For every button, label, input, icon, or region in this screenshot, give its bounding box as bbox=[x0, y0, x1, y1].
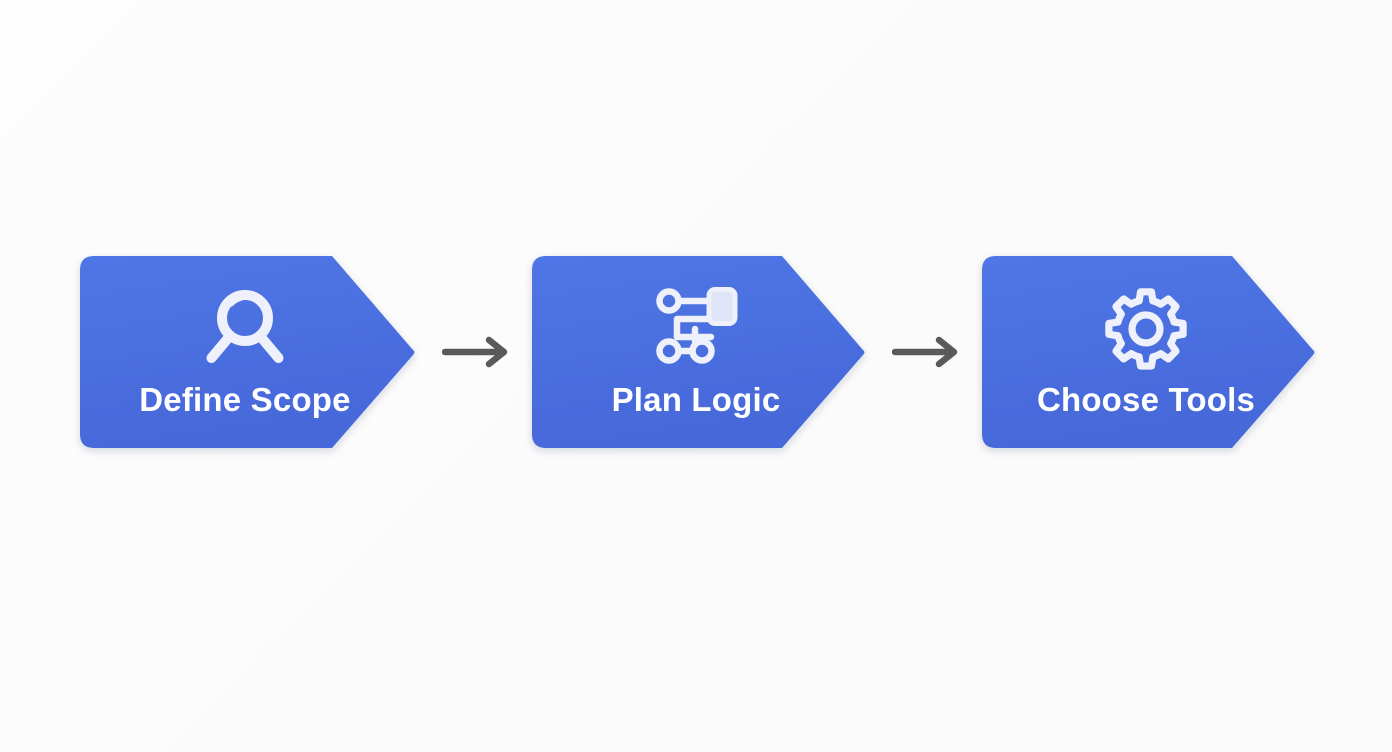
connector-arrow-2 bbox=[890, 332, 968, 372]
spacer-2 bbox=[968, 352, 982, 353]
flow-step-choose-tools[interactable]: Choose Tools bbox=[982, 256, 1340, 448]
arrow-right-icon bbox=[442, 336, 508, 368]
left-spacer bbox=[0, 352, 80, 353]
flow-row: Define Scope bbox=[0, 256, 1392, 448]
connector-arrow-1 bbox=[440, 332, 518, 372]
chevron-shape bbox=[982, 256, 1315, 448]
flow-step-define-scope[interactable]: Define Scope bbox=[80, 256, 440, 448]
chevron-shape bbox=[532, 256, 865, 448]
spacer-1 bbox=[518, 352, 532, 353]
chevron-shape bbox=[80, 256, 415, 448]
arrow-right-icon bbox=[892, 336, 958, 368]
flow-step-plan-logic[interactable]: Plan Logic bbox=[532, 256, 890, 448]
